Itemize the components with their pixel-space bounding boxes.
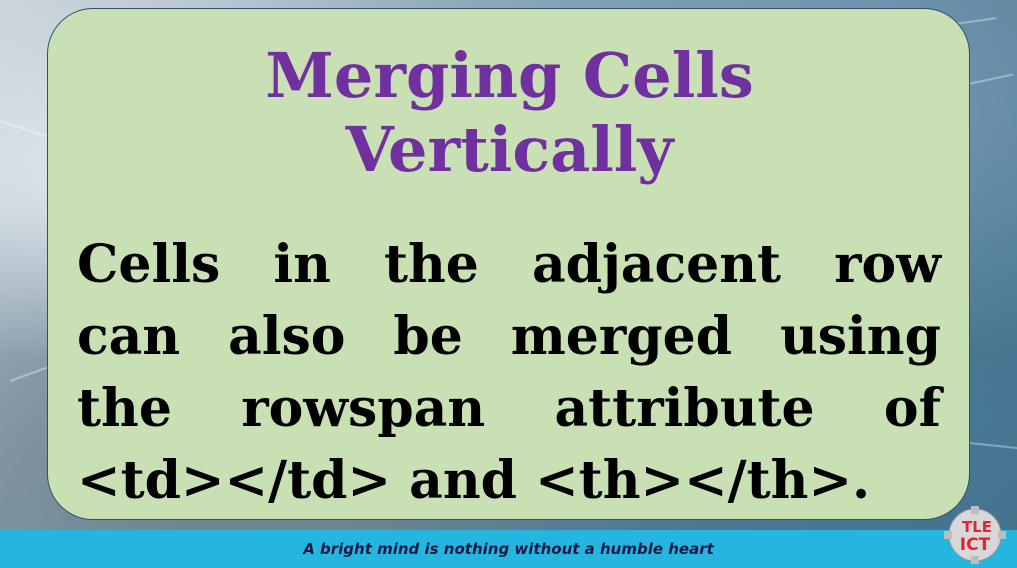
- slide-title: Merging Cells Vertically: [48, 39, 971, 187]
- body-word: row: [834, 234, 941, 295]
- title-line: Merging Cells: [265, 39, 754, 112]
- logo-gear-tooth: [971, 506, 979, 514]
- body-word: attribute: [554, 378, 815, 439]
- body-word: rowspan: [241, 378, 486, 439]
- body-word: also: [228, 306, 346, 367]
- body-word: Cells: [77, 234, 221, 295]
- logo-gear-tooth: [944, 531, 952, 539]
- body-word: merged: [510, 306, 733, 367]
- slide-body: Cells in the adjacent row can also be me…: [77, 229, 941, 517]
- body-word: can: [77, 306, 181, 367]
- body-word: adjacent: [531, 234, 782, 295]
- body-word: in: [273, 234, 331, 295]
- footer-tagline: A bright mind is nothing without a humbl…: [303, 540, 714, 558]
- body-word: using: [779, 306, 941, 367]
- logo-gear-tooth: [971, 556, 979, 564]
- body-word: the: [77, 378, 172, 439]
- content-card: Merging Cells Vertically Cells in the ad…: [47, 8, 970, 520]
- body-line: the rowspan attribute of: [77, 373, 941, 445]
- logo-graphic: TLE ICT: [944, 506, 1006, 564]
- footer-bar: A bright mind is nothing without a humbl…: [0, 530, 1017, 568]
- body-line: <td></td> and <th></th>.: [77, 445, 941, 517]
- body-word: be: [393, 306, 463, 367]
- logo-text-bottom: ICT: [960, 535, 991, 555]
- logo-gear-tooth: [998, 531, 1006, 539]
- tle-ict-logo-icon: TLE ICT: [944, 506, 1006, 564]
- body-line: can also be merged using: [77, 301, 941, 373]
- body-line: Cells in the adjacent row: [77, 229, 941, 301]
- body-word: of: [883, 378, 941, 439]
- title-line: Vertically: [345, 113, 674, 186]
- logo-text-top: TLE: [962, 518, 992, 536]
- body-word: the: [383, 234, 479, 295]
- body-word: <td></td> and <th></th>.: [77, 450, 871, 511]
